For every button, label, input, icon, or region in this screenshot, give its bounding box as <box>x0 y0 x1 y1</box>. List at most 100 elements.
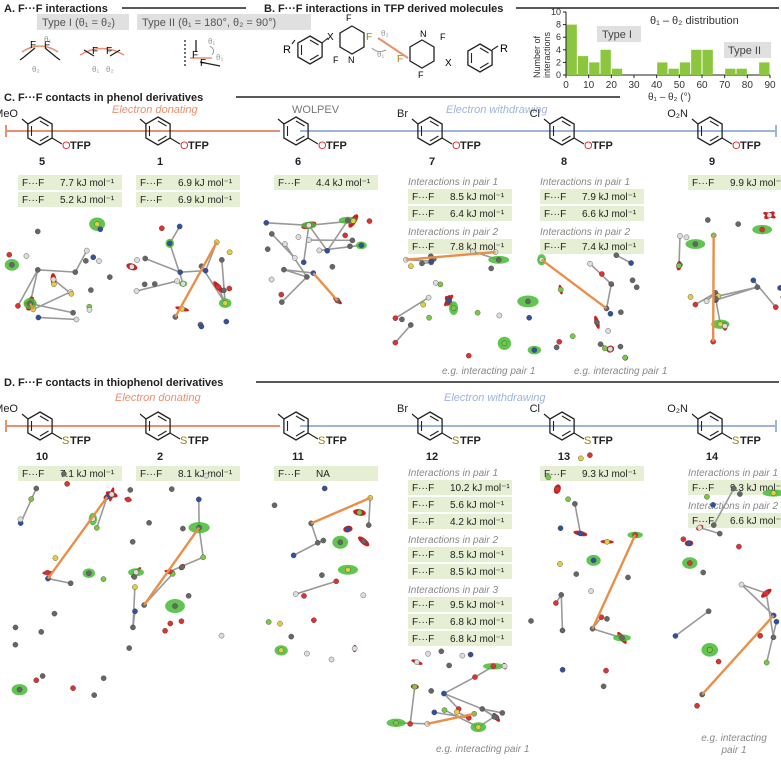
panel-c-withdrawing-label: Electron withdrawing <box>446 104 548 116</box>
phenol-energy-value: 6.6 kJ mol⁻¹ <box>582 209 637 220</box>
chart-bars <box>566 24 770 76</box>
svg-text:F: F <box>106 46 112 57</box>
chart-bar <box>668 68 679 75</box>
chart-x-tick-label: 90 <box>764 80 776 91</box>
chart-bar <box>759 62 770 75</box>
thiophenol-compound-number: 2 <box>157 451 163 463</box>
thiophenol-linker-atom: S <box>584 435 591 447</box>
thiophenol-energy-row-bg <box>408 631 512 646</box>
phenol-energy-label: F···F <box>412 209 434 220</box>
thiophenol-energy-row-bg <box>540 466 644 481</box>
phenol-compound-number: 1 <box>157 156 163 168</box>
thiophenol-energy-row-bg <box>136 466 240 481</box>
thiophenol-energy-value: 9.5 kJ mol⁻¹ <box>450 600 505 611</box>
phenol-energy-value: 9.9 kJ mol⁻¹ <box>730 178 781 189</box>
tfp-dimer-scheme: R X N F F F θ₁ θ₂ F N F F X R <box>283 13 508 80</box>
thiophenol-linker-atom: S <box>318 435 325 447</box>
chart-y-tick-label: 2 <box>556 57 561 67</box>
chart-bar <box>702 49 713 75</box>
panel-d-title: D. F···F contacts in thiophenol derivati… <box>4 377 223 389</box>
thiophenol-energy-label: F···F <box>412 483 434 494</box>
phenol-compound-number: 6 <box>295 156 301 168</box>
chart-bar <box>589 62 600 75</box>
panel-c-title: C. F···F contacts in phenol derivatives <box>4 92 203 104</box>
svg-text:θ₂: θ₂ <box>32 65 40 74</box>
svg-text:F: F <box>418 70 424 80</box>
phenol-energy-value: 4.4 kJ mol⁻¹ <box>316 178 371 189</box>
svg-text:F: F <box>92 46 98 57</box>
chart-x-tick-label: 70 <box>719 80 731 91</box>
thiophenol-molecule-12 <box>386 648 508 733</box>
chart-y-tick-label: 8 <box>556 20 561 30</box>
phenol-pair-label: Interactions in pair 2 <box>540 227 630 238</box>
type1-sketch-left: F F θ₁ θ₂ <box>19 35 61 74</box>
svg-text:F: F <box>440 32 446 42</box>
phenol-energy-value: 6.4 kJ mol⁻¹ <box>450 209 505 220</box>
phenol-energy-row-bg <box>136 175 240 190</box>
phenol-energy-row-bg <box>274 175 378 190</box>
phenol-energy-label: F···F <box>544 209 566 220</box>
phenol-linker-atom: O <box>732 140 741 152</box>
svg-text:F: F <box>200 58 206 69</box>
thiophenol-pair-label: Interactions in pair 3 <box>408 585 498 596</box>
thiophenol-energy-value: NA <box>316 469 330 480</box>
phenol-compound-number: 9 <box>709 156 715 168</box>
chart-title: θ₁ – θ₂ distribution <box>650 15 739 27</box>
phenol-pair-caption: e.g. interacting pair 1 <box>574 366 667 377</box>
phenol-structures: OTFPMeO5OTFP1OTFP6OTFPBr7OTFPCl8OTFPO₂N9 <box>0 108 761 168</box>
phenol-energy-value: 7.4 kJ mol⁻¹ <box>582 242 637 253</box>
phenol-tfp-label: TFP <box>740 140 761 152</box>
thiophenol-energy-value: 6.6 kJ mol⁻¹ <box>730 516 781 527</box>
thiophenol-energy-label: F···F <box>412 550 434 561</box>
svg-text:X: X <box>327 32 334 43</box>
thiophenol-energy-value: 8.5 kJ mol⁻¹ <box>450 550 505 561</box>
phenol-pair-label: Interactions in pair 1 <box>408 177 498 188</box>
phenol-pair-caption: e.g. interacting pair 1 <box>442 366 535 377</box>
thiophenol-energy-row-bg <box>408 480 512 495</box>
chart-bar <box>566 24 577 76</box>
phenol-substituent-label: MeO <box>0 108 18 120</box>
phenol-energy-row-bg <box>136 192 240 207</box>
panel-d: D. F···F contacts in thiophenol derivati… <box>0 377 781 756</box>
phenol-energy-label: F···F <box>140 178 162 189</box>
phenol-tfp-label: TFP <box>70 140 91 152</box>
thiophenol-molecule-11 <box>265 485 374 663</box>
thiophenol-energy-row-bg <box>274 466 378 481</box>
thiophenol-substituent-label: MeO <box>0 403 18 415</box>
panel-b: B. F···F interactions in TFP derived mol… <box>264 3 779 103</box>
phenol-energy-value: 6.9 kJ mol⁻¹ <box>178 195 233 206</box>
thiophenol-molecule-14 <box>672 485 781 709</box>
chart-annotation-type2: Type II <box>728 45 761 57</box>
chart-bar <box>657 62 668 75</box>
svg-text:θ₂: θ₂ <box>381 29 389 38</box>
phenol-energy-value: 8.5 kJ mol⁻¹ <box>450 192 505 203</box>
thiophenol-pair-caption: e.g. interacting <box>701 733 767 744</box>
thiophenol-energy-label: F···F <box>412 500 434 511</box>
phenol-pair-label: Interactions in pair 1 <box>540 177 630 188</box>
thiophenol-energy-row-bg <box>18 466 122 481</box>
thiophenol-energy-value: 7.1 kJ mol⁻¹ <box>60 469 115 480</box>
phenol-molecule-6 <box>263 214 373 305</box>
thiophenol-energy-label: F···F <box>412 634 434 645</box>
thiophenol-tfp-label: TFP <box>740 435 761 447</box>
phenol-energy-row-bg <box>540 206 644 221</box>
thiophenol-molecule-2 <box>124 472 225 651</box>
phenol-energy-row-bg <box>18 192 122 207</box>
chart-bar <box>736 68 747 75</box>
svg-text:N: N <box>348 55 355 65</box>
phenol-energy-label: F···F <box>22 178 44 189</box>
phenol-energy-label: F···F <box>692 178 714 189</box>
phenol-molecule-1 <box>126 223 233 330</box>
svg-text:θ₁: θ₁ <box>208 37 215 46</box>
